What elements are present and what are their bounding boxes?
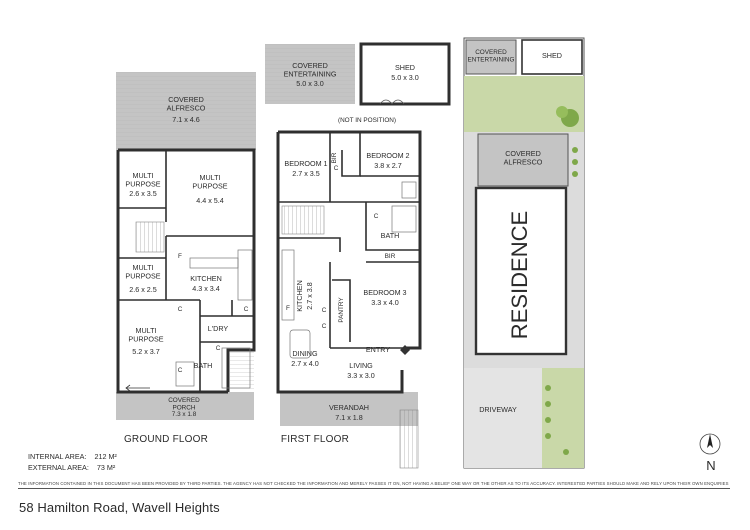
gf-label-multi4-dims: 5.2 x 3.7 [132, 347, 160, 356]
gf-label-covered-alfresco-dims: 7.1 x 4.6 [172, 115, 200, 124]
ff-mark-bir-1: BIR [331, 152, 338, 163]
site-plan [463, 37, 585, 469]
ff-label-bath: BATH [381, 231, 400, 240]
compass-icon: N [699, 433, 721, 473]
gf-label-multi1-dims: 2.6 x 3.5 [129, 189, 157, 198]
ff-label-bedroom3: BEDROOM 3 [363, 288, 406, 297]
internal-area-value: 212 M² [94, 452, 117, 461]
external-area-value: 73 M² [96, 463, 116, 472]
gf-mark-c-3: C [216, 345, 221, 352]
ff-mark-bir-2: BIR [385, 253, 396, 260]
site-driveway [464, 368, 542, 468]
ff-label-bedroom1-dims: 2.7 x 3.5 [292, 169, 320, 178]
site-covered-entertaining [465, 39, 517, 75]
site-label-driveway: DRIVEWAY [479, 405, 517, 414]
ff-label-dining: DINING [292, 349, 318, 358]
ff-mark-c-2: C [374, 213, 379, 220]
site-label-shed: SHED [542, 51, 562, 60]
gf-mark-c-4: C [178, 367, 183, 374]
ff-label-kitchen-dims: 2.7 x 3.8 [305, 282, 314, 310]
ff-label-living-dims: 3.3 x 3.0 [347, 371, 375, 380]
ff-label-dining-dims: 2.7 x 4.0 [291, 359, 319, 368]
gf-label-bath: BATH [194, 361, 213, 370]
compass-north-label: N [706, 458, 715, 473]
north-arrow: N [696, 430, 726, 476]
gf-mark-c-2: C [244, 306, 249, 313]
ff-label-shed: SHED [395, 63, 415, 72]
first-floor-title: FIRST FLOOR [281, 434, 349, 445]
ff-shed [359, 42, 451, 106]
site-covered-alfresco [477, 133, 569, 187]
gf-label-covered-porch-dims: 7.3 x 1.8 [172, 411, 197, 418]
ff-mark-f: F [286, 305, 290, 312]
gf-label-multi3-dims: 2.6 x 2.5 [129, 285, 157, 294]
internal-area-row: INTERNAL AREA: 212 M² [28, 451, 117, 462]
internal-area-label: INTERNAL AREA: [28, 452, 87, 461]
ff-label-entry: ENTRY [366, 345, 390, 354]
ground-floor-plan [116, 72, 256, 420]
site-residence [474, 186, 568, 356]
area-summary: INTERNAL AREA: 212 M² EXTERNAL AREA: 73 … [28, 451, 117, 473]
ff-label-pantry: PANTRY [338, 297, 345, 323]
external-area-label: EXTERNAL AREA: [28, 463, 89, 472]
gf-covered-porch [116, 392, 254, 420]
ff-label-bedroom2: BEDROOM 2 [366, 151, 409, 160]
ff-label-kitchen: KITCHEN [295, 280, 304, 312]
ff-not-in-position: (NOT IN POSITION) [338, 117, 396, 124]
ff-label-verandah: VERANDAH [329, 403, 369, 412]
ff-mark-c-3: C [322, 307, 327, 314]
gf-label-multi2-dims: 4.4 x 5.4 [196, 196, 224, 205]
gf-mark-c-1: C [178, 306, 183, 313]
ff-label-shed-dims: 5.0 x 3.0 [391, 73, 419, 82]
footer-rule [18, 488, 730, 489]
first-floor-plan [265, 42, 451, 469]
gf-label-kitchen: KITCHEN [190, 274, 222, 283]
ff-label-bedroom3-dims: 3.3 x 4.0 [371, 298, 399, 307]
ff-label-covered-entertaining-dims: 5.0 x 3.0 [296, 79, 324, 88]
property-address: 58 Hamilton Road, Wavell Heights [19, 500, 220, 515]
site-label-residence: RESIDENCE [507, 211, 532, 339]
external-area-row: EXTERNAL AREA: 73 M² [28, 462, 117, 473]
ground-floor-title: GROUND FLOOR [124, 434, 208, 445]
site-shed [521, 39, 583, 75]
ff-label-living: LIVING [349, 361, 373, 370]
ff-label-verandah-dims: 7.1 x 1.8 [335, 413, 363, 422]
ff-label-bedroom2-dims: 3.8 x 2.7 [374, 161, 402, 170]
gf-label-kitchen-dims: 4.3 x 3.4 [192, 284, 220, 293]
gf-label-ldry: L'DRY [208, 324, 229, 333]
disclaimer-text: THE INFORMATION CONTAINED IN THIS DOCUME… [18, 481, 729, 486]
ff-verandah [280, 392, 418, 426]
gf-mark-f: F [178, 253, 182, 260]
ff-label-bedroom1: BEDROOM 1 [284, 159, 327, 168]
ff-mark-c-1: C [334, 165, 339, 172]
ff-mark-c-4: C [322, 323, 327, 330]
